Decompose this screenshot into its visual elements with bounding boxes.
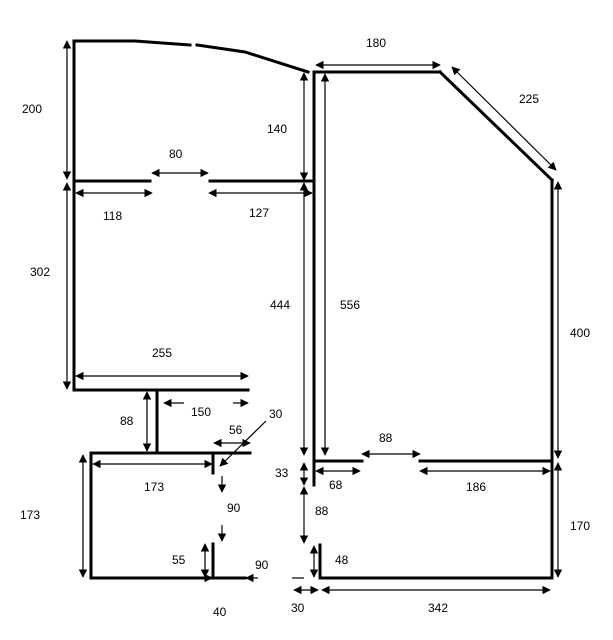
wall-curved-top xyxy=(72,39,310,74)
label-80: 80 xyxy=(169,147,183,161)
label-88a: 88 xyxy=(120,414,134,428)
label-180: 180 xyxy=(366,36,386,50)
label-173-horizontal: 173 xyxy=(144,480,164,494)
label-127: 127 xyxy=(249,206,269,220)
label-173-vertical: 173 xyxy=(20,508,40,522)
label-30b: 30 xyxy=(291,601,305,615)
label-88c: 88 xyxy=(315,504,329,518)
label-225: 225 xyxy=(519,92,539,106)
label-33: 33 xyxy=(275,466,289,480)
label-150: 150 xyxy=(191,405,211,419)
label-400: 400 xyxy=(570,326,590,340)
label-556: 556 xyxy=(340,298,360,312)
dimension-lines xyxy=(62,40,563,595)
walls xyxy=(72,39,555,580)
label-302: 302 xyxy=(30,265,50,279)
label-342: 342 xyxy=(428,601,448,615)
label-90b: 90 xyxy=(255,558,269,572)
label-30a: 30 xyxy=(269,407,283,421)
label-444: 444 xyxy=(270,298,290,312)
dim-leader-30a xyxy=(219,420,267,467)
label-40: 40 xyxy=(213,605,227,619)
dim-line-225 xyxy=(451,66,557,171)
label-88b: 88 xyxy=(379,431,393,445)
label-90a: 90 xyxy=(227,501,241,515)
label-170: 170 xyxy=(570,519,590,533)
label-200: 200 xyxy=(22,102,42,116)
label-55: 55 xyxy=(172,553,186,567)
label-255: 255 xyxy=(152,346,172,360)
label-118: 118 xyxy=(103,209,122,223)
label-68: 68 xyxy=(329,478,343,492)
dimension-labels: 200 140 180 225 80 118 127 302 444 556 4… xyxy=(20,36,590,619)
wall-right-room-diagonal xyxy=(437,69,555,183)
label-56: 56 xyxy=(229,423,243,437)
label-186: 186 xyxy=(466,480,486,494)
label-48: 48 xyxy=(335,553,349,567)
label-140: 140 xyxy=(267,122,287,136)
